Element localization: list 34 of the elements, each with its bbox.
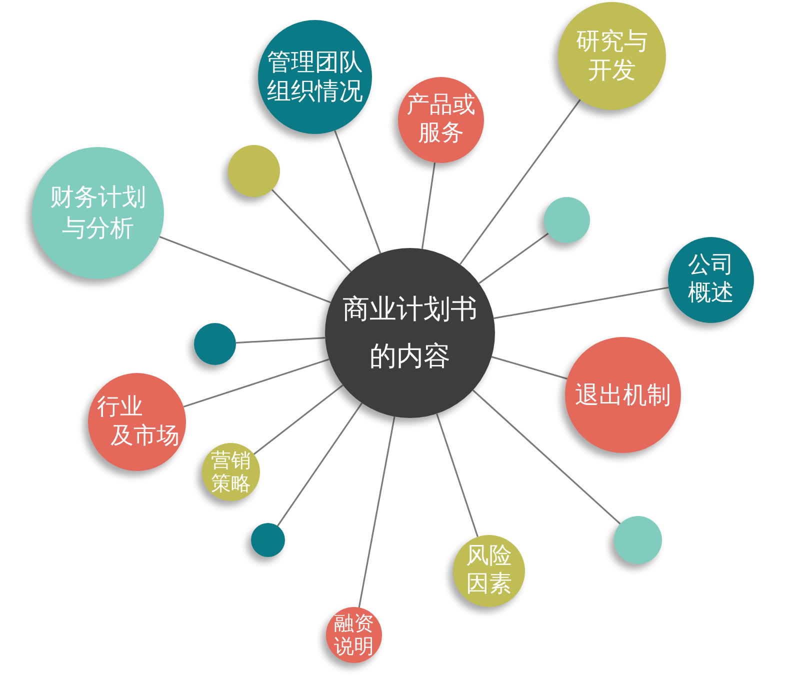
connector-line — [334, 130, 382, 254]
connector-line — [253, 384, 344, 455]
topic-label: 研究与开发 — [575, 27, 649, 85]
connector-line — [271, 189, 352, 272]
connector-line — [472, 390, 621, 524]
small-circle — [194, 323, 236, 365]
hub-label: 商业计划书的内容 — [342, 292, 478, 374]
connector-line — [491, 356, 568, 380]
topic-label: 管理团队组织情况 — [266, 48, 364, 106]
connector-line — [183, 358, 330, 408]
small-circle — [251, 523, 285, 557]
topic-label: 财务计划与分析 — [49, 182, 147, 244]
connector-line — [159, 236, 331, 304]
topic-label: 退出机制 — [574, 380, 672, 410]
connector-line — [459, 99, 581, 265]
topic-label: 产品或服务 — [406, 92, 476, 148]
connector-line — [236, 337, 326, 344]
small-circle — [614, 516, 662, 564]
connector-line — [478, 232, 549, 284]
topic-label: 营销策略 — [210, 449, 252, 495]
topic-label: 公司概述 — [687, 252, 735, 308]
topic-circle — [326, 607, 382, 663]
small-circle — [544, 197, 590, 243]
topic-label: 融资说明 — [333, 612, 375, 658]
small-circle — [228, 145, 280, 197]
connector-line — [421, 162, 436, 250]
connector-line — [358, 416, 396, 608]
topic-circle — [202, 443, 260, 501]
topic-circle — [453, 535, 525, 607]
connector-line — [494, 286, 669, 320]
connector-line — [436, 413, 478, 538]
connector-line — [276, 402, 363, 526]
topic-label: 行业及市场 — [96, 393, 180, 451]
topic-label: 风险因素 — [465, 543, 513, 599]
